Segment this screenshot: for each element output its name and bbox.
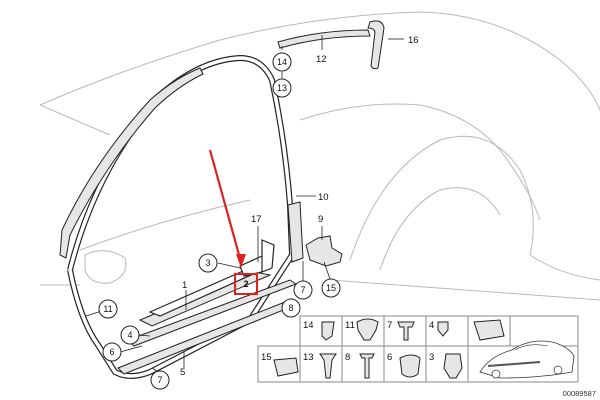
callout-2: 2 xyxy=(243,279,248,289)
catalog-number: 00089587 xyxy=(562,389,596,398)
svg-text:11: 11 xyxy=(345,320,355,331)
svg-text:8: 8 xyxy=(345,352,350,363)
label-5: 5 xyxy=(180,367,185,378)
svg-text:13: 13 xyxy=(303,352,314,363)
highlight-box xyxy=(234,273,258,295)
label-9: 9 xyxy=(318,214,323,225)
callout-7-upper: 7 xyxy=(293,280,313,300)
callout-15: 15 xyxy=(321,278,341,298)
clip-15-icon xyxy=(273,357,299,377)
svg-text:13: 13 xyxy=(277,83,287,93)
b-pillar-seal xyxy=(287,201,304,263)
highlight-arrow xyxy=(208,149,246,268)
callout-6: 6 xyxy=(102,342,122,362)
a-pillar-trim xyxy=(59,67,204,259)
leader-lines xyxy=(85,35,404,374)
clip-4-icon xyxy=(437,321,449,337)
clip-11-icon xyxy=(356,318,379,341)
legend-cell-7 xyxy=(299,345,343,383)
clip-14-icon xyxy=(321,321,335,341)
bracket-icon xyxy=(473,319,505,341)
svg-text:3: 3 xyxy=(429,352,434,363)
callout-4: 4 xyxy=(120,325,140,345)
callout-3: 3 xyxy=(198,253,218,273)
car-location-icon xyxy=(479,340,575,379)
callout-11: 11 xyxy=(98,299,118,319)
svg-text:4: 4 xyxy=(127,330,132,340)
bracket-part xyxy=(305,235,343,267)
label-17: 17 xyxy=(251,214,262,225)
svg-text:11: 11 xyxy=(103,304,112,314)
screw-7-icon xyxy=(397,321,415,341)
pin-8-icon xyxy=(359,353,375,379)
clip-3-icon xyxy=(443,353,463,379)
svg-text:7: 7 xyxy=(387,320,392,331)
small-parts-legend: 14 11 7 4 15 13 8 6 3 xyxy=(257,315,579,383)
grommet-6-icon xyxy=(399,354,421,378)
callout-14: 14 xyxy=(272,52,292,72)
callout-13: 13 xyxy=(272,78,292,98)
svg-text:14: 14 xyxy=(277,57,287,67)
svg-text:15: 15 xyxy=(261,352,272,363)
svg-text:7: 7 xyxy=(300,285,305,295)
callout-8: 8 xyxy=(281,298,301,318)
svg-text:8: 8 xyxy=(288,303,293,313)
svg-text:3: 3 xyxy=(205,258,210,268)
callout-7-lower: 7 xyxy=(150,370,170,390)
svg-text:7: 7 xyxy=(157,375,162,385)
label-16: 16 xyxy=(408,35,419,46)
label-1: 1 xyxy=(182,280,187,291)
roof-seal-strip xyxy=(277,29,371,49)
car-body-outline xyxy=(39,11,600,301)
screw-13-icon xyxy=(319,353,337,379)
svg-text:6: 6 xyxy=(387,352,392,363)
label-12: 12 xyxy=(316,54,327,65)
seal-end-cap xyxy=(367,20,385,70)
svg-text:4: 4 xyxy=(429,320,434,331)
label-10: 10 xyxy=(318,192,329,203)
svg-text:2: 2 xyxy=(243,279,248,289)
legend-cell-1 xyxy=(299,315,343,347)
svg-text:15: 15 xyxy=(326,283,336,293)
svg-text:14: 14 xyxy=(303,320,314,331)
svg-text:6: 6 xyxy=(109,347,114,357)
